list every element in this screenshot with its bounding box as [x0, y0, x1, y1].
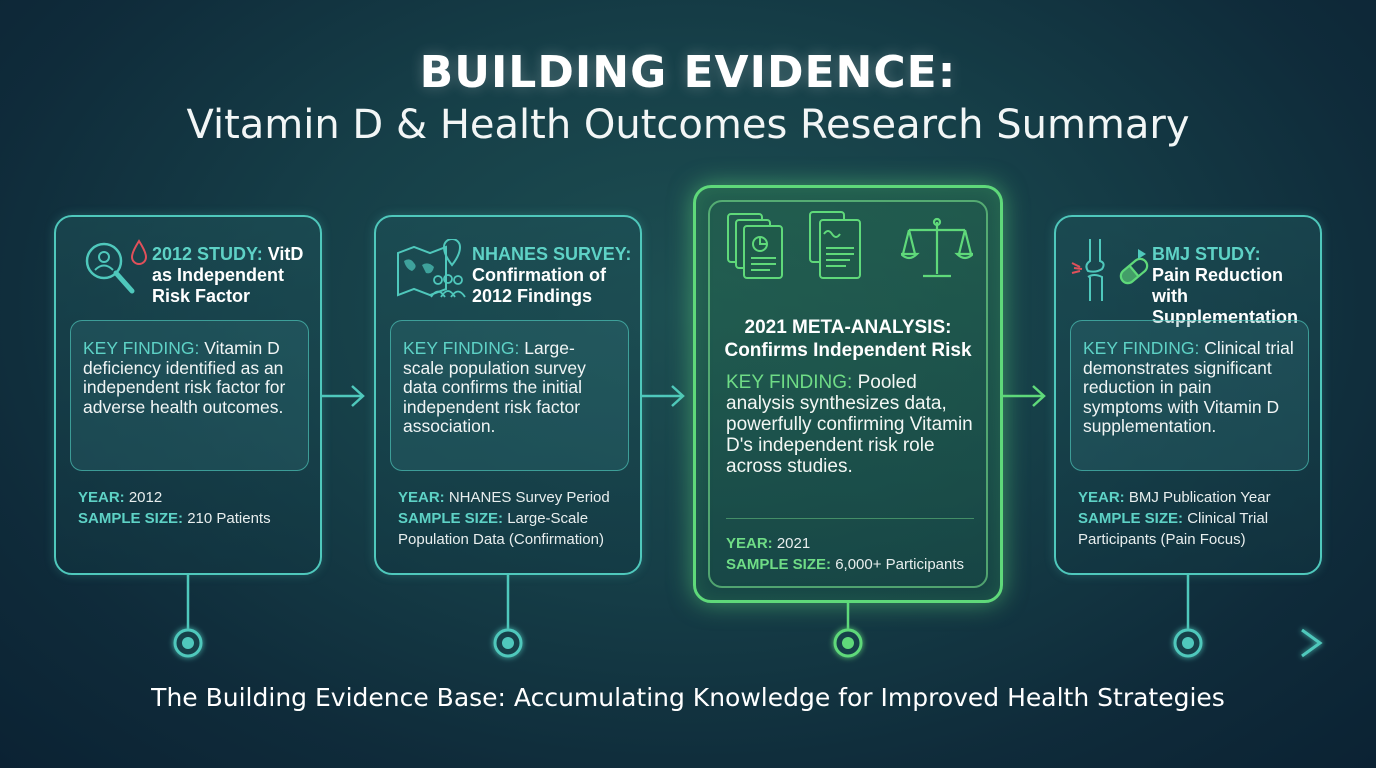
timeline-node-4 — [1173, 628, 1203, 658]
documents-icon — [727, 211, 861, 279]
card-meta: YEAR: 2012 SAMPLE SIZE: 210 Patients — [78, 487, 313, 529]
card-heading-line2: Confirms Independent Risk — [724, 340, 972, 361]
study-card-nhanes: NHANES SURVEY: Confirmation of 2012 Find… — [374, 215, 642, 575]
sample-size-value: Large-Scale Population Data (Confirmatio… — [398, 510, 604, 548]
card-heading-accent: BMJ STUDY: — [1152, 244, 1261, 264]
key-finding-label: KEY FINDING: — [83, 338, 200, 358]
year-label: YEAR: — [726, 535, 773, 552]
page-title: BUILDING EVIDENCE: — [419, 47, 957, 98]
magnifier-person-icon — [85, 242, 135, 294]
card-meta: YEAR: 2021 SAMPLE SIZE: 6,000+ Participa… — [726, 533, 986, 575]
card-heading-accent2: VitD — [267, 244, 304, 264]
year-label: YEAR: — [1078, 489, 1125, 506]
people-group-icon — [430, 274, 466, 298]
flow-arrow-1 — [322, 385, 365, 407]
sample-size-value: Clinical Trial Participants (Pain Focus) — [1078, 510, 1269, 548]
card-heading-accent: NHANES SURVEY: — [472, 244, 632, 264]
key-finding-label: KEY FINDING: — [1083, 338, 1200, 358]
study-card-2012: 2012 STUDY: VitD as Independent Risk Fac… — [54, 215, 322, 575]
key-finding-text: Large-scale population survey data confi… — [403, 338, 586, 436]
key-finding-text: Vitamin D deficiency identified as an in… — [83, 338, 286, 417]
key-finding-text: Pooled analysis synthesizes data, powerf… — [726, 372, 973, 477]
year-label: YEAR: — [398, 489, 445, 506]
title-block: BUILDING EVIDENCE: Vitamin D & Health Ou… — [0, 46, 1376, 150]
blood-drop-icon — [130, 239, 148, 265]
study-card-meta-analysis: 2021 META-ANALYSIS: Confirms Independent… — [693, 185, 1003, 603]
card-heading-rest: Confirmation of 2012 Findings — [472, 265, 606, 306]
scales-icon — [901, 217, 973, 278]
arrow-right-icon — [1138, 249, 1146, 259]
card-heading: 2012 STUDY: VitD as Independent Risk Fac… — [152, 244, 317, 307]
card-heading: NHANES SURVEY: Confirmation of 2012 Find… — [472, 244, 637, 307]
card-heading-line1: 2021 META-ANALYSIS: — [744, 317, 952, 338]
card-divider — [726, 518, 974, 519]
pill-icon — [1119, 257, 1149, 285]
sample-size-label: SAMPLE SIZE: — [1078, 510, 1184, 527]
key-finding-text-block: KEY FINDING: Pooled analysis synthesizes… — [726, 372, 976, 477]
flow-arrow-3 — [1003, 385, 1046, 407]
timeline-node-1 — [173, 628, 203, 658]
timeline-node-3 — [833, 628, 863, 658]
year-value: 2021 — [776, 535, 811, 552]
card-heading: 2021 META-ANALYSIS: Confirms Independent… — [696, 316, 1000, 362]
card-heading-rest: Pain Reduction with Supplementation — [1152, 265, 1299, 327]
card-inner-frame — [708, 200, 988, 588]
key-finding-box: KEY FINDING: Clinical trial demonstrates… — [1070, 320, 1309, 471]
year-value: 2012 — [128, 489, 163, 506]
timeline-node-2 — [493, 628, 523, 658]
key-finding-box: KEY FINDING: Large-scale population surv… — [390, 320, 629, 471]
card-heading-rest: as Independent Risk Factor — [152, 265, 285, 306]
year-label: YEAR: — [78, 489, 125, 506]
key-finding-label: KEY FINDING: — [726, 372, 853, 393]
page-subtitle: Vitamin D & Health Outcomes Research Sum… — [186, 102, 1190, 148]
timeline-arrowhead — [1301, 628, 1323, 658]
sample-size-label: SAMPLE SIZE: — [726, 556, 832, 573]
card-meta: YEAR: NHANES Survey Period SAMPLE SIZE: … — [398, 487, 638, 550]
sample-size-label: SAMPLE SIZE: — [398, 510, 504, 527]
flow-arrow-2 — [642, 385, 685, 407]
year-value: BMJ Publication Year — [1128, 489, 1271, 506]
key-finding-box: KEY FINDING: Vitamin D deficiency identi… — [70, 320, 309, 471]
sample-size-value: 210 Patients — [187, 510, 271, 527]
map-pin-icon — [397, 239, 462, 297]
sample-size-value: 6,000+ Participants — [835, 556, 965, 573]
sample-size-label: SAMPLE SIZE: — [78, 510, 184, 527]
footer-caption: The Building Evidence Base: Accumulating… — [151, 683, 1225, 712]
card-heading-accent: 2012 STUDY: — [152, 244, 263, 264]
key-finding-text: Clinical trial demonstrates significant … — [1083, 338, 1294, 436]
knee-joint-icon — [1071, 239, 1105, 301]
key-finding-label: KEY FINDING: — [403, 338, 520, 358]
card-heading: BMJ STUDY: Pain Reduction with Supplemen… — [1152, 244, 1320, 328]
year-value: NHANES Survey Period — [448, 489, 610, 506]
study-card-bmj: BMJ STUDY: Pain Reduction with Supplemen… — [1054, 215, 1322, 575]
card-meta: YEAR: BMJ Publication Year SAMPLE SIZE: … — [1078, 487, 1318, 550]
